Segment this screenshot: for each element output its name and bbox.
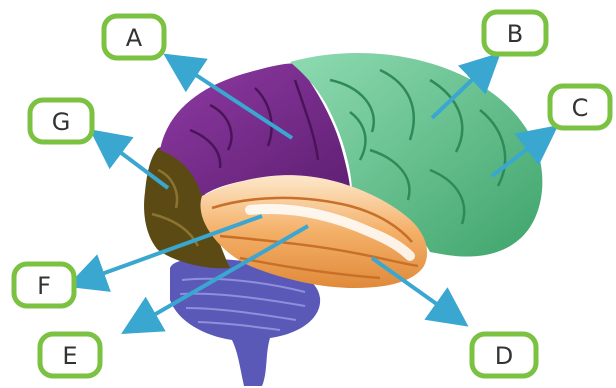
label-d-text: D [495,342,513,370]
label-c: C [550,86,610,128]
label-a: A [104,16,164,58]
label-e: E [40,334,100,376]
label-b-text: B [507,20,523,48]
label-f-text: F [37,272,51,300]
label-b: B [484,12,546,54]
label-d: D [472,334,536,376]
label-e-text: E [62,342,77,370]
label-a-text: A [126,24,143,52]
label-f: F [14,264,74,306]
label-g-text: G [52,108,71,136]
label-g: G [30,100,92,142]
label-c-text: C [572,94,589,122]
